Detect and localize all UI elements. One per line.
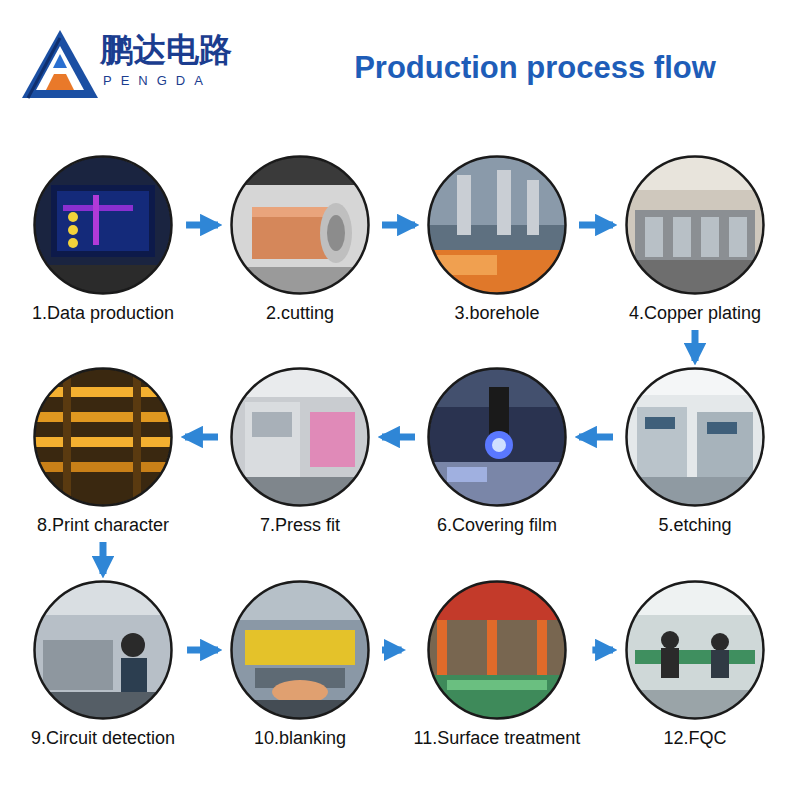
step-photo [33, 155, 173, 295]
step-illustration [625, 367, 765, 507]
flow-arrow [99, 542, 106, 574]
step-illustration [33, 580, 173, 720]
step-photo [230, 580, 370, 720]
brand-text: 鹏达电路 [100, 30, 232, 70]
step-illustration [230, 367, 370, 507]
flow-arrow [186, 222, 218, 229]
flow-arrow [382, 434, 415, 441]
process-step: 8.Print character [29, 367, 177, 536]
step-label: 8.Print character [29, 514, 177, 536]
process-step: 5.etching [621, 367, 769, 536]
step-illustration [230, 580, 370, 720]
step-label: 6.Covering film [423, 514, 571, 536]
step-photo [230, 155, 370, 295]
step-label: 1.Data production [28, 302, 178, 324]
step-illustration [33, 155, 173, 295]
step-label: 12.FQC [621, 727, 769, 749]
title: Production process flow [300, 50, 770, 86]
step-label: 11.Surface treatment [410, 727, 585, 749]
step-label: 4.Copper plating [621, 302, 769, 324]
step-photo [427, 367, 567, 507]
step-illustration [427, 580, 567, 720]
step-illustration [230, 155, 370, 295]
process-step: 1.Data production [28, 155, 178, 324]
process-step: 4.Copper plating [621, 155, 769, 324]
process-step: 10.blanking [226, 580, 374, 749]
step-illustration [33, 367, 173, 507]
step-illustration [427, 367, 567, 507]
flow-arrow [382, 222, 415, 229]
step-photo [33, 580, 173, 720]
flow-arrow [692, 330, 699, 361]
process-step: 11.Surface treatment [410, 580, 585, 749]
process-step: 12.FQC [621, 580, 769, 749]
step-illustration [625, 580, 765, 720]
process-step: 6.Covering film [423, 367, 571, 536]
step-label: 10.blanking [226, 727, 374, 749]
flow-arrow [185, 434, 218, 441]
step-label: 3.borehole [423, 302, 571, 324]
step-photo [230, 367, 370, 507]
flow-arrow [579, 222, 613, 229]
flow-arrow [579, 434, 613, 441]
step-illustration [625, 155, 765, 295]
process-step: 2.cutting [226, 155, 374, 324]
step-label: 2.cutting [226, 302, 374, 324]
step-photo [625, 155, 765, 295]
step-label: 5.etching [621, 514, 769, 536]
process-step: 3.borehole [423, 155, 571, 324]
flow-arrow [592, 647, 613, 654]
step-photo [625, 367, 765, 507]
step-photo [427, 155, 567, 295]
process-step: 9.Circuit detection [27, 580, 179, 749]
step-illustration [427, 155, 567, 295]
process-step: 7.Press fit [226, 367, 374, 536]
step-label: 7.Press fit [226, 514, 374, 536]
flow-arrow [382, 647, 402, 654]
brand-text: PENGDA [103, 73, 212, 89]
step-photo [427, 580, 567, 720]
step-photo [33, 367, 173, 507]
company-logo [20, 28, 100, 100]
flow-arrow [187, 647, 218, 654]
step-label: 9.Circuit detection [27, 727, 179, 749]
step-photo [625, 580, 765, 720]
